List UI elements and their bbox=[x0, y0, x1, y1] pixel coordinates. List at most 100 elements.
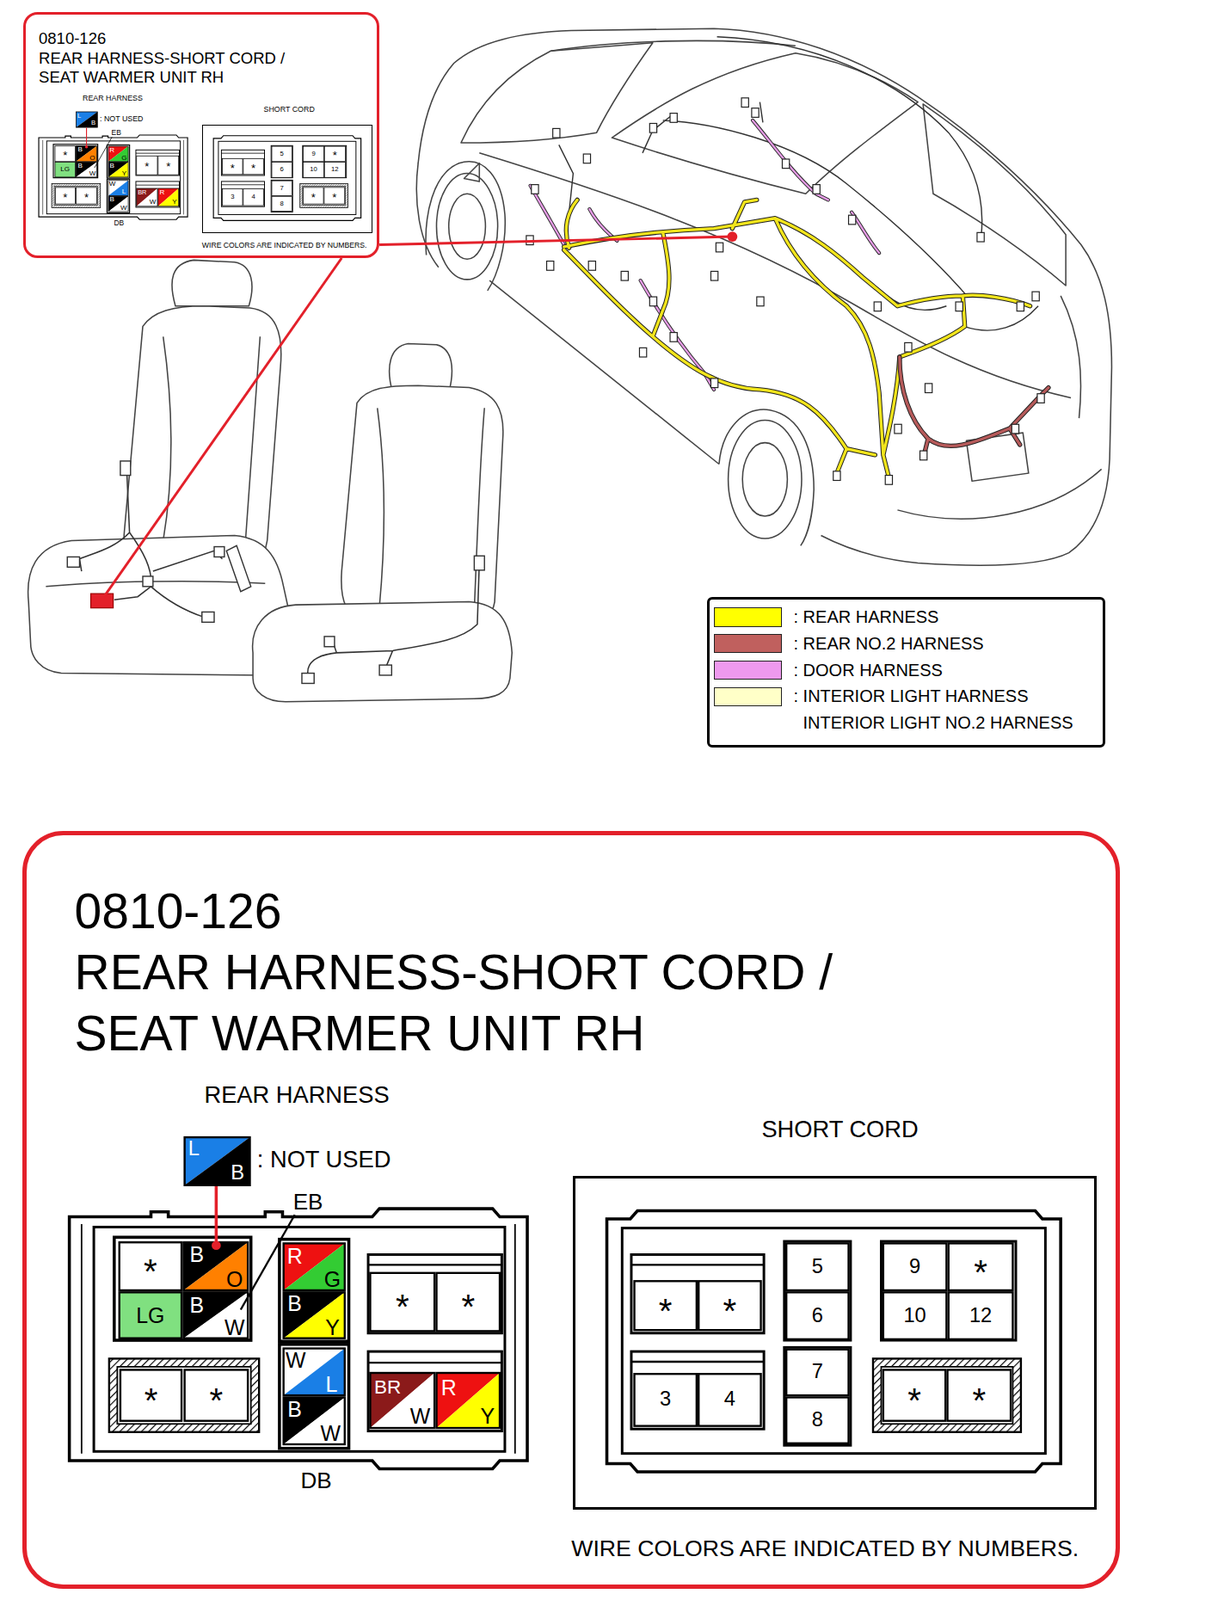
drawing-line bbox=[379, 236, 732, 245]
drawing-g bbox=[28, 259, 513, 702]
pin-number: 10 bbox=[309, 166, 318, 174]
empty-pin: * bbox=[62, 149, 68, 161]
drawing-rect bbox=[873, 301, 881, 312]
drawing-rect bbox=[670, 113, 677, 123]
drawing-use bbox=[38, 111, 362, 221]
callout-title: 0810-126 bbox=[74, 885, 283, 935]
drawing-path bbox=[922, 104, 1066, 286]
wire-color: R bbox=[287, 1244, 303, 1267]
wire-color: L bbox=[325, 1373, 338, 1396]
drawing-path bbox=[489, 280, 720, 464]
wire-color: B bbox=[78, 162, 83, 170]
wire-color: W bbox=[285, 1348, 307, 1371]
wire-color: B bbox=[287, 1292, 302, 1315]
empty-pin: * bbox=[971, 1383, 986, 1419]
drawing-g bbox=[526, 98, 1045, 485]
wire-color: LG bbox=[60, 166, 70, 173]
pin-number: 12 bbox=[969, 1305, 992, 1327]
drawing-rect bbox=[214, 547, 225, 558]
wire-color: Y bbox=[172, 198, 177, 206]
drawing-rect bbox=[588, 261, 596, 271]
empty-pin: * bbox=[84, 191, 89, 203]
drawing-path bbox=[377, 407, 486, 610]
wire-color: R bbox=[159, 189, 165, 197]
empty-pin: * bbox=[166, 161, 171, 173]
wire-color: LG bbox=[135, 1304, 165, 1327]
drawing-ellipse bbox=[742, 442, 788, 517]
empty-pin: * bbox=[395, 1290, 410, 1325]
pin-number: 4 bbox=[251, 193, 255, 201]
wire-color: L bbox=[188, 1138, 200, 1160]
empty-pin: * bbox=[230, 162, 235, 174]
drawing-path bbox=[611, 53, 918, 195]
drawing-rect bbox=[715, 242, 723, 253]
pin-number: 10 bbox=[903, 1305, 926, 1327]
drawing-rect bbox=[955, 301, 963, 312]
drawing-rect bbox=[848, 215, 856, 225]
drawing-path bbox=[226, 545, 251, 591]
drawing-rect bbox=[894, 424, 902, 434]
ground-name: DB bbox=[300, 1468, 332, 1491]
wire-color: W bbox=[89, 170, 97, 178]
wire-color: Y bbox=[325, 1316, 340, 1338]
legend-box: : REAR HARNESS: REAR NO.2 HARNESS: DOOR … bbox=[707, 596, 1107, 748]
connector-frame: SHORT CORD bbox=[202, 124, 373, 234]
drawing-use bbox=[899, 356, 1049, 456]
legend-swatch bbox=[713, 687, 782, 708]
empty-pin: * bbox=[62, 191, 68, 203]
connector-name: REAR HARNESS bbox=[82, 94, 143, 103]
callout-box: 0810-126REAR HARNESS-SHORT CORD /SEAT WA… bbox=[23, 12, 380, 259]
legend-swatch bbox=[713, 660, 782, 681]
drawing-rect bbox=[547, 261, 554, 271]
drawing-use bbox=[69, 1137, 1062, 1472]
drawing-rect bbox=[751, 108, 759, 118]
connector-name: REAR HARNESS bbox=[203, 1083, 389, 1107]
legend-swatch bbox=[713, 633, 782, 654]
drawing-rect bbox=[621, 270, 628, 281]
drawing-rect bbox=[553, 128, 560, 138]
drawing-rect bbox=[977, 232, 984, 242]
drawing-rect bbox=[741, 98, 749, 108]
empty-pin: * bbox=[973, 1254, 988, 1290]
drawing-path bbox=[719, 409, 814, 546]
wire-color: B bbox=[287, 1397, 302, 1420]
wire-color: G bbox=[324, 1267, 341, 1290]
legend-text: : REAR NO.2 HARNESS bbox=[793, 630, 984, 658]
drawing-g bbox=[28, 28, 1113, 1472]
drawing-rect bbox=[67, 556, 80, 567]
drawing-rect bbox=[583, 153, 591, 164]
drawing-rect bbox=[324, 636, 335, 647]
legend-text: : DOOR HARNESS bbox=[793, 657, 943, 684]
wire-color: W bbox=[319, 1422, 341, 1445]
wire-color: W bbox=[120, 204, 128, 212]
legend-text: : INTERIOR LIGHT HARNESS INTERIOR LIGHT … bbox=[803, 682, 1088, 737]
empty-pin: * bbox=[143, 1254, 158, 1290]
pin-number: 8 bbox=[811, 1409, 824, 1431]
drawing-use bbox=[530, 120, 880, 390]
pin-number: 6 bbox=[280, 166, 284, 174]
pin-number: 7 bbox=[280, 184, 284, 192]
pin-number: 6 bbox=[811, 1305, 824, 1327]
callout-box: 0810-126REAR HARNESS-SHORT CORD /SEAT WA… bbox=[22, 830, 1120, 1589]
ground-name: EB bbox=[111, 129, 122, 136]
drawing-path bbox=[461, 43, 653, 143]
drawing-path bbox=[45, 581, 265, 587]
drawing-g bbox=[67, 461, 485, 683]
wire-color: W bbox=[149, 198, 157, 206]
drawing-rect bbox=[531, 184, 539, 195]
drawing-rect bbox=[1016, 301, 1024, 312]
connector-frame: SHORT CORD bbox=[572, 1175, 1096, 1510]
ground-name: DB bbox=[113, 219, 124, 227]
drawing-rect bbox=[904, 342, 912, 352]
pin-number: 3 bbox=[659, 1389, 671, 1411]
empty-pin: * bbox=[332, 191, 337, 203]
wire-color: R bbox=[109, 147, 115, 154]
wire-color: B bbox=[91, 120, 96, 128]
drawing-path bbox=[464, 163, 480, 182]
drawing-rect bbox=[781, 159, 789, 169]
drawing-use bbox=[530, 120, 880, 390]
callout-title: 0810-126 bbox=[38, 30, 106, 48]
legend-swatch bbox=[713, 607, 782, 628]
pin-number: 3 bbox=[230, 193, 234, 201]
